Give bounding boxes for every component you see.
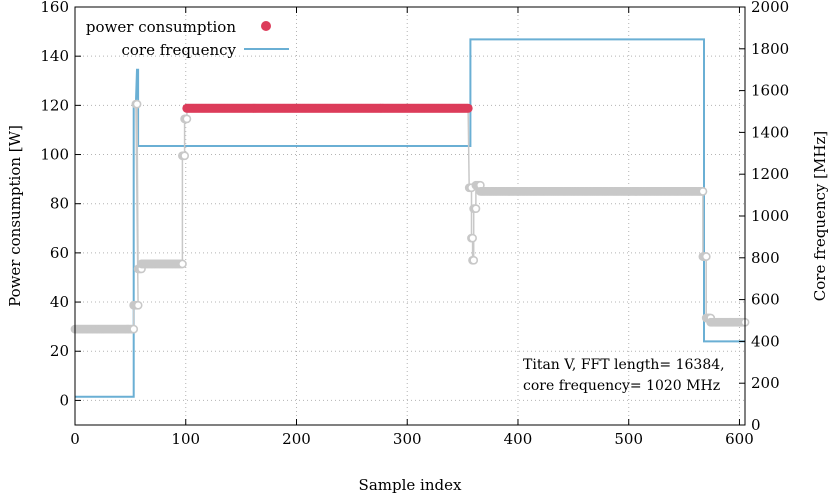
power-point <box>133 300 143 310</box>
x-tick-label: 500 <box>614 430 643 448</box>
power-point <box>132 99 142 109</box>
y-axis-left-label: Power consumption [W] <box>6 125 24 307</box>
annotation-line-1: Titan V, FFT length= 16384, <box>523 357 725 373</box>
power-point <box>469 255 479 265</box>
grid <box>75 7 745 425</box>
y-axis-right-label: Core frequency [MHz] <box>811 131 829 301</box>
y-right-tick-label: 1000 <box>751 207 789 225</box>
power-point <box>701 252 711 261</box>
y-right-tick-label: 1600 <box>751 82 789 100</box>
x-axis-label: Sample index <box>359 476 462 494</box>
y-left-tick-label: 100 <box>40 146 69 164</box>
power-point-highlight <box>463 103 473 113</box>
y-left-tick-label: 120 <box>40 96 69 114</box>
core-frequency-line <box>75 38 745 398</box>
y-right-tick-label: 1200 <box>751 165 789 183</box>
power-point <box>698 187 708 196</box>
power-point <box>180 151 190 161</box>
annotation-line-2: core frequency= 1020 MHz <box>523 378 720 394</box>
legend: power consumption core frequency <box>86 18 289 59</box>
power-consumption-line <box>75 103 745 330</box>
x-tick-label: 400 <box>504 430 533 448</box>
x-tick-label: 200 <box>282 430 311 448</box>
power-point <box>178 259 187 269</box>
y-left-tick-label: 0 <box>59 391 69 409</box>
y-right-tick-label: 0 <box>751 416 761 434</box>
y-right-tick-label: 400 <box>751 332 780 350</box>
y-left-tick-label: 60 <box>50 244 69 262</box>
x-tick-label: 100 <box>171 430 200 448</box>
x-tick-label: 300 <box>393 430 422 448</box>
annotation: Titan V, FFT length= 16384, core frequen… <box>523 357 725 394</box>
y-right-tick-label: 600 <box>751 291 780 309</box>
power-consumption-series <box>70 99 750 334</box>
y-left-tick-label: 160 <box>40 0 69 16</box>
y-left-tick-label: 20 <box>50 342 69 360</box>
power-point <box>182 114 192 124</box>
y-right-tick-label: 1800 <box>751 40 789 58</box>
y-left-tick-label: 140 <box>40 47 69 65</box>
legend-frequency-label: core frequency <box>121 41 236 59</box>
x-tick-label: 0 <box>70 430 80 448</box>
y-left-tick-label: 40 <box>50 293 69 311</box>
legend-power-label: power consumption <box>86 18 236 36</box>
power-point <box>468 233 477 243</box>
y-right-tick-label: 1400 <box>751 123 789 141</box>
y-right-tick-label: 800 <box>751 249 780 267</box>
power-point <box>471 204 481 214</box>
y-right-tick-label: 200 <box>751 374 780 392</box>
x-tick-label: 600 <box>725 430 754 448</box>
y-left-tick-label: 80 <box>50 195 69 213</box>
y-right-tick-label: 2000 <box>751 0 789 16</box>
core-frequency-series <box>75 38 745 398</box>
legend-power-marker <box>261 21 271 31</box>
power-point <box>129 324 139 334</box>
